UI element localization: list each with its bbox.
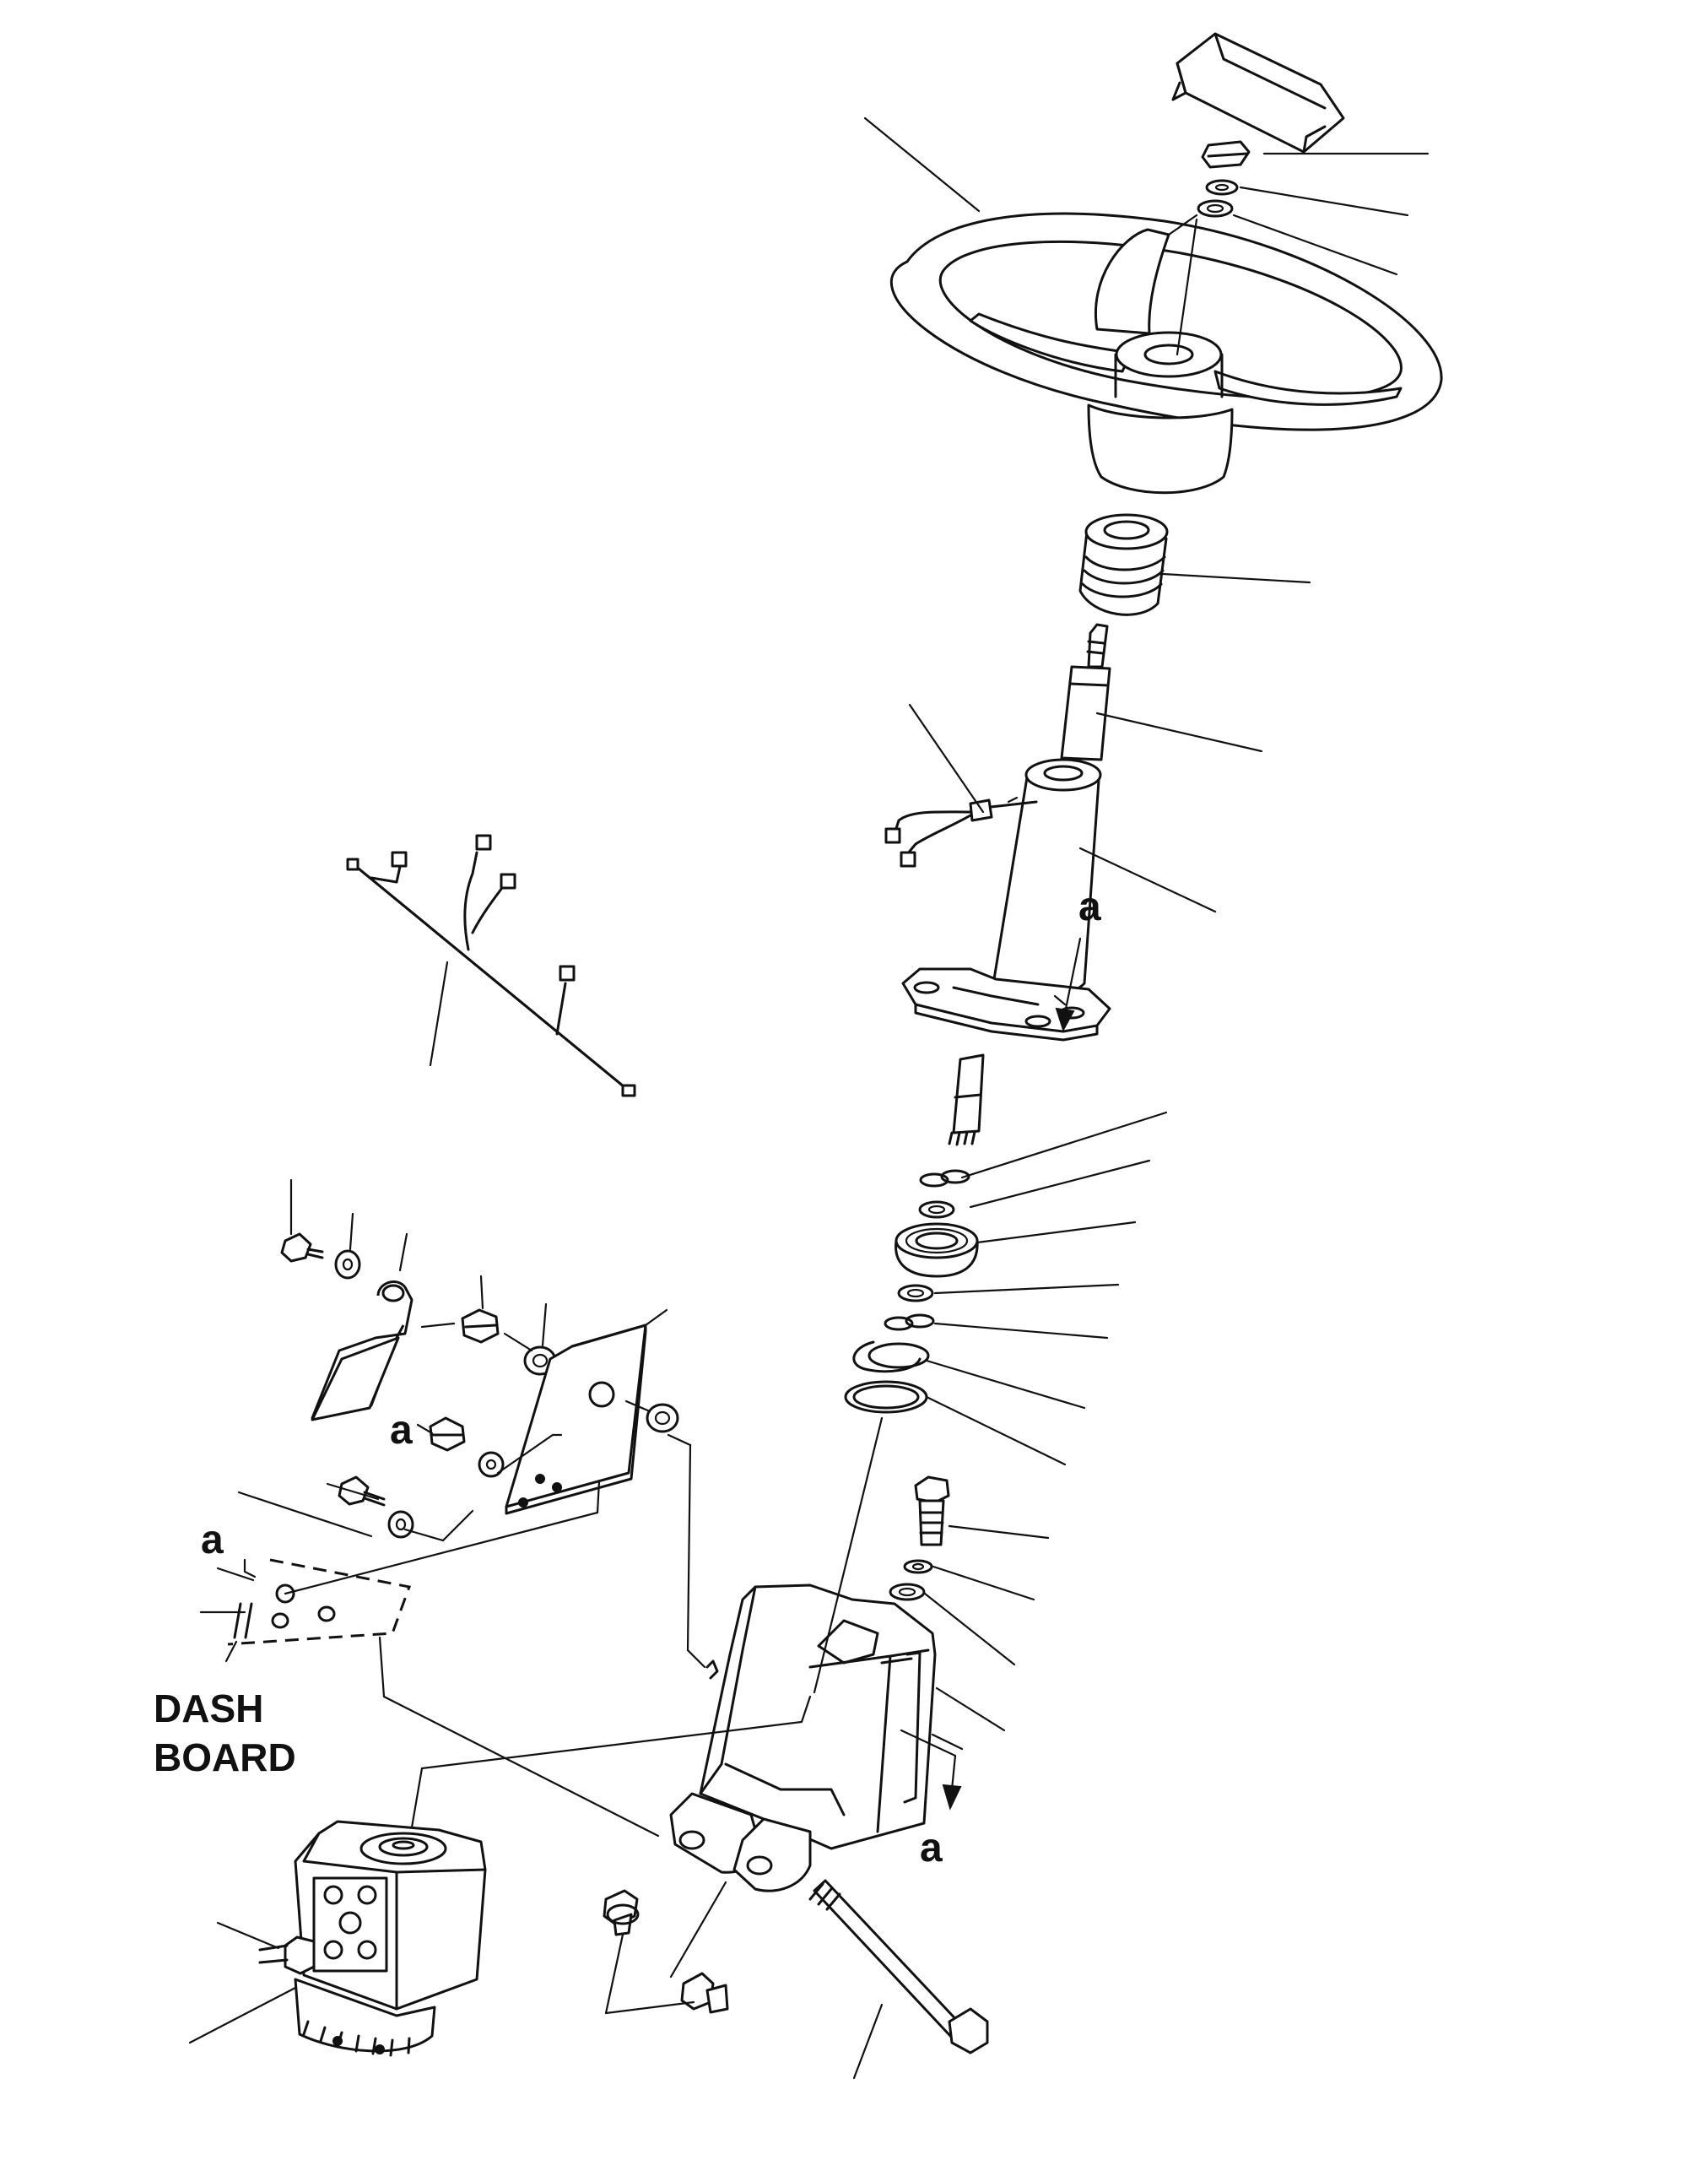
bracket-flat-washer (889, 1583, 926, 1601)
assembly-lines (284, 214, 1198, 1838)
washer-1 (918, 1200, 955, 1219)
snap-ring-1 (919, 1169, 970, 1188)
mount-washer-5 (646, 1403, 679, 1433)
mount-screw-1 (280, 1232, 324, 1263)
wheel-flat-washer (1197, 199, 1234, 218)
view-arrow-upper (1055, 937, 1082, 1032)
view-marker-a-top: a (1078, 885, 1101, 929)
mounting-plate-small (311, 1280, 413, 1421)
shaft-coupling (948, 1053, 985, 1146)
dash-board-label-line1: DASH (154, 1686, 263, 1730)
view-marker-a-dash: a (201, 1518, 224, 1562)
view-marker-bracket-tick (243, 1558, 257, 1578)
view-arrow-lower (900, 1729, 962, 1811)
column-bearing-bushing (1078, 513, 1169, 616)
steering-shaft (1060, 623, 1111, 761)
bracket-bolt (914, 1475, 950, 1546)
steering-column-tube (992, 758, 1102, 998)
washer-stack (844, 1169, 979, 1414)
mount-screw-2 (338, 1475, 386, 1507)
mount-washer-4 (387, 1510, 414, 1539)
pivot-bolt (808, 1879, 989, 2054)
pivot-pin-washer (606, 1903, 640, 1925)
steering-wheel (889, 212, 1443, 495)
view-marker-nut-leader (416, 1423, 434, 1435)
wiring-harness (346, 834, 636, 1097)
large-spacer-ring (844, 1380, 928, 1414)
wheel-lock-washer (1205, 179, 1239, 196)
view-marker-a-bottom: a (920, 1826, 943, 1870)
mounting-plate-large (505, 1324, 647, 1515)
pivot-pin (603, 1889, 639, 1936)
large-retaining-ring (852, 1340, 930, 1373)
bracket-lock-washer (903, 1559, 933, 1574)
horn-cover (1171, 32, 1345, 154)
steering-control-unit (258, 1820, 487, 2057)
wheel-nut (1201, 140, 1251, 169)
dash-board-panel (227, 1558, 412, 1646)
dash-board-label-line2: BOARD (154, 1735, 296, 1779)
washer-2 (897, 1284, 934, 1302)
snap-ring-2 (884, 1313, 935, 1331)
ball-bearing (895, 1222, 979, 1278)
view-marker-a-nut: a (390, 1408, 413, 1453)
mount-nut-1 (461, 1308, 500, 1344)
mount-washer-3 (478, 1451, 505, 1478)
mount-washer-1 (334, 1249, 361, 1280)
mount-nut-2 (429, 1416, 466, 1452)
wheel-center-axis (1176, 218, 1198, 356)
column-support-bracket (669, 1583, 937, 1892)
leader-lines (188, 116, 1430, 2080)
pivot-pin-lower (680, 1972, 729, 2014)
